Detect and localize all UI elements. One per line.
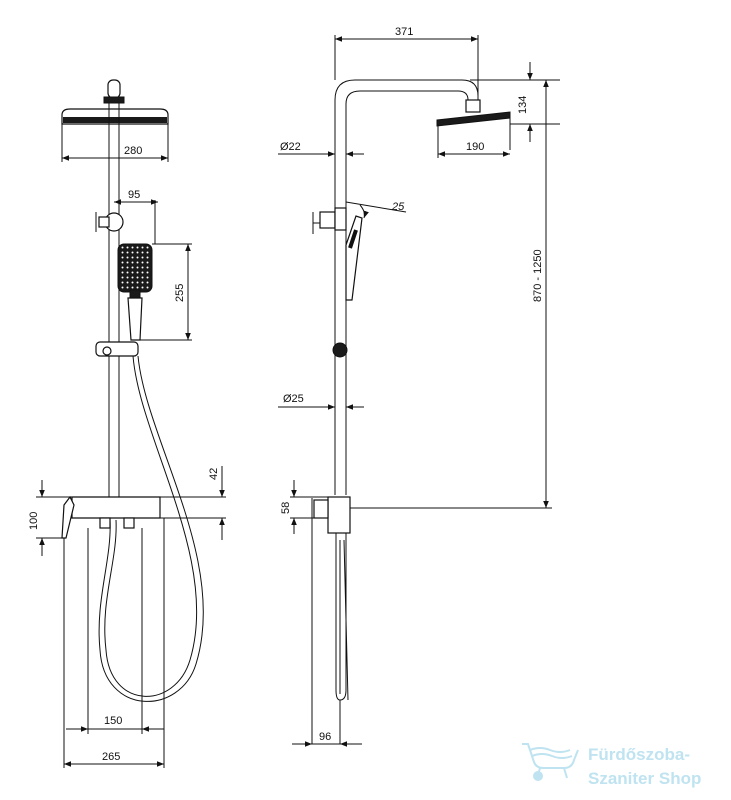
dim-tilt-angle: 25 [391,201,405,213]
dim-head-side: 190 [466,141,484,153]
side-shower-head [436,111,511,127]
head-connector [107,79,121,99]
dim-overall-width: 265 [102,751,120,763]
front-mixer-body [71,496,161,519]
side-slide-knob [332,342,348,358]
side-view [311,79,511,701]
dim-mixer-depth: 58 [280,502,292,514]
side-rod-arm [334,79,479,495]
front-dimensions: 280 95 255 42 100 150 265 [28,124,226,768]
dim-wall-depth: 96 [319,731,331,743]
dim-rod-diameter-top: Ø22 [280,141,301,153]
watermark-line-1: Fürdőszoba- [588,745,690,764]
dim-height-range: 870 - 1250 [532,249,544,302]
dim-rod-diameter-bottom: Ø25 [283,393,304,405]
front-view [61,79,204,702]
front-hose [104,355,198,697]
dim-head-width: 280 [124,145,142,157]
dim-arm-reach: 371 [395,26,413,38]
side-dimensions: 371 134 Ø22 190 25 870 - 1250 Ø25 58 [278,26,560,747]
front-slide-bracket [95,341,139,357]
dim-head-height: 134 [517,96,529,114]
shop-watermark: Fürdőszoba- Szaniter Shop [522,743,701,788]
side-mixer [327,496,351,534]
dim-outlet-offset: 42 [208,468,220,480]
watermark-line-2: Szaniter Shop [588,769,701,788]
dim-mixer-height: 100 [28,512,40,530]
front-hand-shower-head [117,243,153,293]
side-hand-shower [345,215,363,301]
bathtub-icon [522,743,579,781]
dim-arm-offset: 95 [128,189,140,201]
dim-connector-spacing: 150 [104,715,122,727]
dim-hand-shower-height: 255 [174,284,186,302]
